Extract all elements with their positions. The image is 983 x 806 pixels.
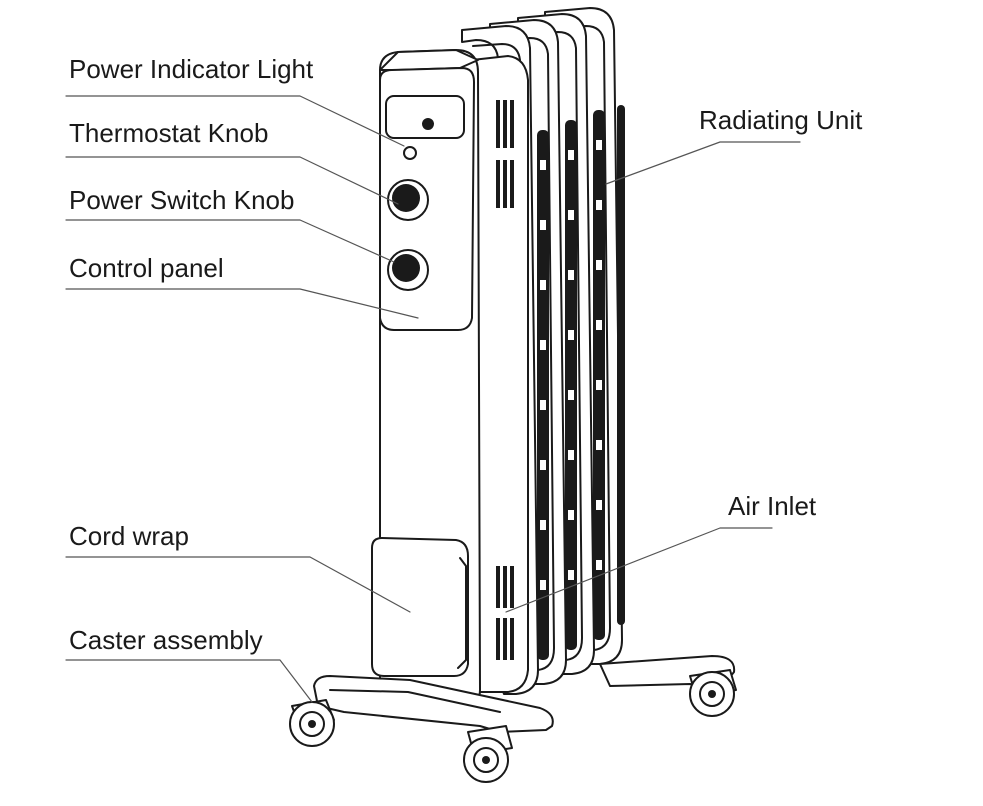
caster-rear-right — [689, 669, 737, 717]
label-power-indicator-light: Power Indicator Light — [69, 54, 314, 84]
label-control-panel: Control panel — [69, 253, 224, 283]
front-base — [313, 675, 554, 733]
label-thermostat-knob: Thermostat Knob — [69, 118, 269, 148]
label-cord-wrap: Cord wrap — [69, 521, 189, 551]
label-power-switch-knob: Power Switch Knob — [69, 185, 295, 215]
caster-front-right — [463, 725, 513, 783]
label-radiating-unit: Radiating Unit — [699, 105, 863, 135]
heater-body — [371, 49, 529, 705]
caster-front-left — [289, 699, 335, 747]
label-caster-assembly: Caster assembly — [69, 625, 263, 655]
label-air-inlet: Air Inlet — [728, 491, 817, 521]
leader-lines — [65, 95, 801, 703]
